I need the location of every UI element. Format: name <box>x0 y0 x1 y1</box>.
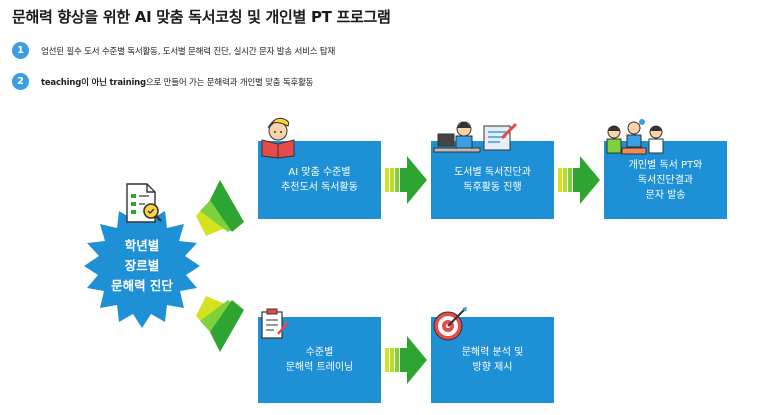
bullet-rest-text: 으로 만들어 가는 문해력과 개인별 맞춤 독후활동 <box>145 77 314 88</box>
bullet-number: 2 <box>12 73 29 90</box>
bullet-item-1: 1 엄선된 필수 도서 수준별 독서활동, 도서별 문해력 진단, 실시간 문자… <box>12 42 335 59</box>
arrow-up-right <box>196 180 244 236</box>
bullet-bold-text: teaching이 아닌 training <box>41 77 146 88</box>
clipboard-icon <box>261 308 289 339</box>
document-check-icon <box>126 183 162 223</box>
bullet-text: 엄선된 필수 도서 수준별 독서활동, 도서별 문해력 진단, 실시간 문자 발… <box>41 46 336 57</box>
box-book-diagnosis: 도서별 독서진단과 독후활동 진행 <box>431 141 554 219</box>
reading-kid-icon <box>261 117 295 159</box>
box-personal-pt: 개인별 독서 PT와 독서진단결과 문자 발송 <box>604 141 727 219</box>
arrow-right-2 <box>558 156 600 204</box>
diagnosis-label: 학년별 장르별 문해력 진단 <box>111 238 173 293</box>
target-icon <box>433 307 467 341</box>
group-study-icon <box>606 119 664 155</box>
bullet-item-2: 2 teaching이 아닌 training으로 만들어 가는 문해력과 개인… <box>12 73 314 90</box>
box-level-training: 수준별 문해력 트레이닝 <box>258 317 381 403</box>
bullet-number: 1 <box>12 42 29 59</box>
diagnosis-starburst <box>84 206 200 328</box>
page-title: 문해력 향상을 위한 AI 맞춤 독서코칭 및 개인별 PT 프로그램 <box>12 8 391 26</box>
computer-study-icon <box>433 121 518 153</box>
bullet-text: teaching이 아닌 training으로 만들어 가는 문해력과 개인별 … <box>41 76 314 88</box>
arrow-right-1 <box>385 156 427 204</box>
arrow-down-right <box>196 296 244 352</box>
arrow-right-3 <box>385 336 427 384</box>
